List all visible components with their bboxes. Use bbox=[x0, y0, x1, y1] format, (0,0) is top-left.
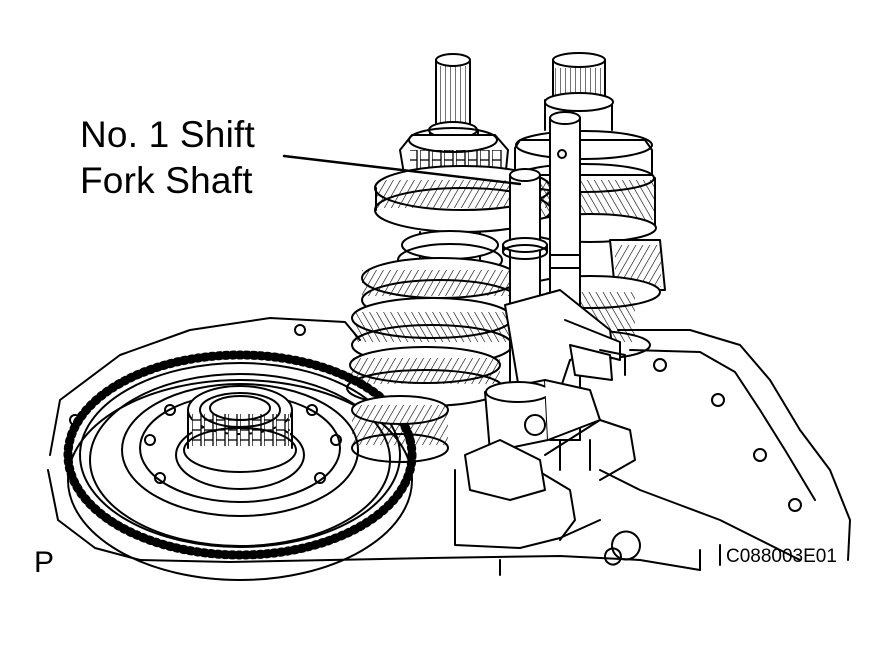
callout-label: No. 1 Shift Fork Shaft bbox=[80, 112, 255, 204]
callout-leader-line bbox=[282, 154, 522, 186]
differential-ring-gear bbox=[63, 350, 417, 581]
callout-line-1: No. 1 Shift bbox=[80, 114, 255, 155]
transmission-case bbox=[47, 317, 851, 576]
callout-line-2: Fork Shaft bbox=[80, 160, 253, 201]
input-shaft bbox=[346, 53, 552, 463]
view-letter: P bbox=[34, 546, 55, 579]
figure-code: C088003E01 bbox=[726, 546, 837, 567]
shift-fork-assembly bbox=[464, 111, 636, 501]
